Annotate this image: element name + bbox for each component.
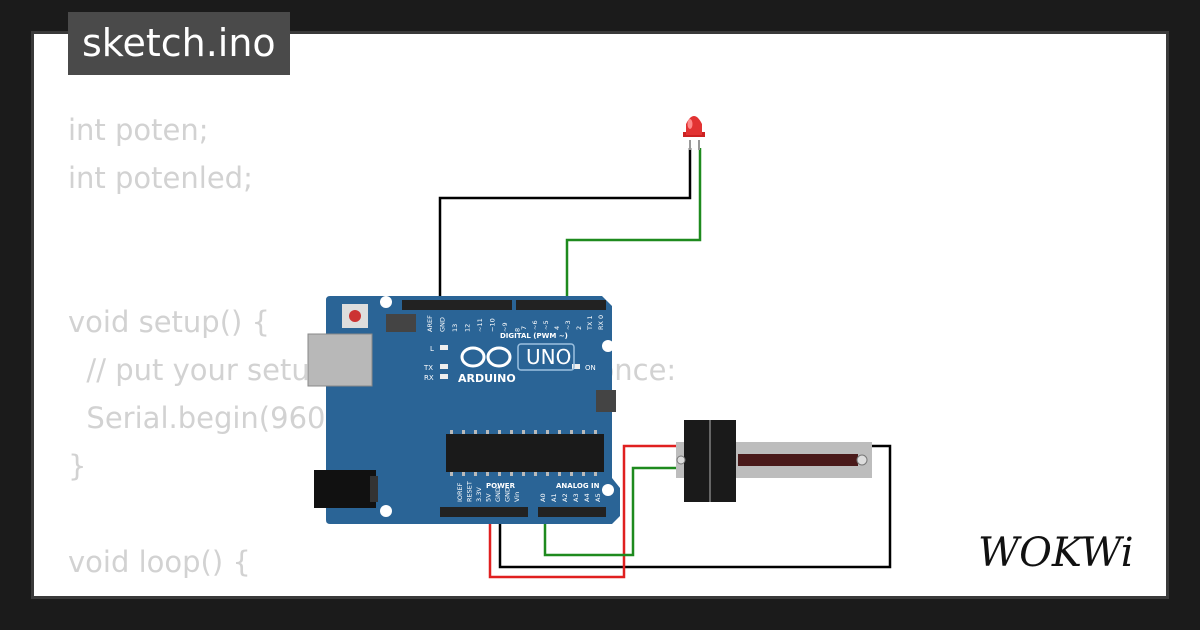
pin-label: 13 [451,324,459,332]
pin-label: 12 [464,324,472,332]
pin-label: GND [494,487,502,502]
wire-d3-led [565,148,702,306]
rx-label: RX [424,374,434,382]
pin-label: A1 [550,493,558,502]
pin-label: 4 [553,326,561,330]
pin-label: ~9 [501,322,509,332]
pin-label: 7 [520,326,528,330]
pin-label: RESET [466,481,474,502]
pin-label: 8 [514,328,522,332]
pin-label: GND [439,317,447,332]
pin-label: A2 [561,493,569,502]
slide-potentiometer[interactable] [676,420,872,502]
code-line: int poten; [68,113,209,147]
microcontroller-chip [446,434,604,472]
power-jack [314,470,376,508]
pin-label: IOREF [456,482,464,502]
power-label: POWER [486,482,516,490]
l-label: L [430,345,434,353]
wire-5v-pot [488,444,682,579]
pin-label: A3 [572,493,580,502]
wokwi-logo: WOKWi [978,530,1134,576]
on-label: ON [585,364,596,372]
usb-port [307,333,373,387]
code-line: } [68,449,87,483]
arduino-logo-icon [460,346,512,368]
top-pin-labels-left: AREF GND 13 12 ~11 ~10 ~9 8 [426,315,522,332]
arduino-uno-board[interactable]: UNO ARDUINO DIGITAL (PWM ~) ON L TX RX P… [307,296,620,524]
pin-label: 2 [575,326,583,330]
pin-label: A0 [539,493,547,502]
pin-label: ~10 [489,318,497,332]
pin-label: TX 1 [586,315,594,331]
pin-label: ~11 [476,318,484,332]
digital-label: DIGITAL (PWM ~) [500,332,568,340]
led-component[interactable] [683,116,705,150]
board-model-label: UNO [526,345,571,369]
pin-label: AREF [426,315,434,332]
pin-label: RX 0 [597,315,605,330]
pin-label: GND [504,487,512,502]
tx-label: TX [423,364,433,372]
code-line: Serial.begin(9600); [68,401,366,435]
pin-label: 5V [485,493,493,502]
analog-label: ANALOG IN [556,482,600,490]
code-line: void loop() { [68,545,251,579]
file-name-tab[interactable]: sketch.ino [68,12,290,75]
wire-gnd-pot [498,444,892,569]
pin-label: Vin [513,492,521,502]
pin-label: 3.3V [475,487,483,502]
pin-label: ~5 [542,320,550,330]
svg-text:WOKWi: WOKWi [978,530,1134,576]
code-line: // put your main code here, to run repea… [68,586,1166,596]
wire-gnd-led [438,148,692,306]
pin-label: ~6 [531,320,539,330]
pin-label: A4 [583,493,591,502]
code-line: void setup() { [68,305,270,339]
pin-label: A5 [594,493,602,502]
pin-label: ~3 [564,320,572,330]
wire-a0-pot [543,466,682,557]
code-line: int potenled; [68,161,253,195]
board-brand-label: ARDUINO [458,372,516,385]
